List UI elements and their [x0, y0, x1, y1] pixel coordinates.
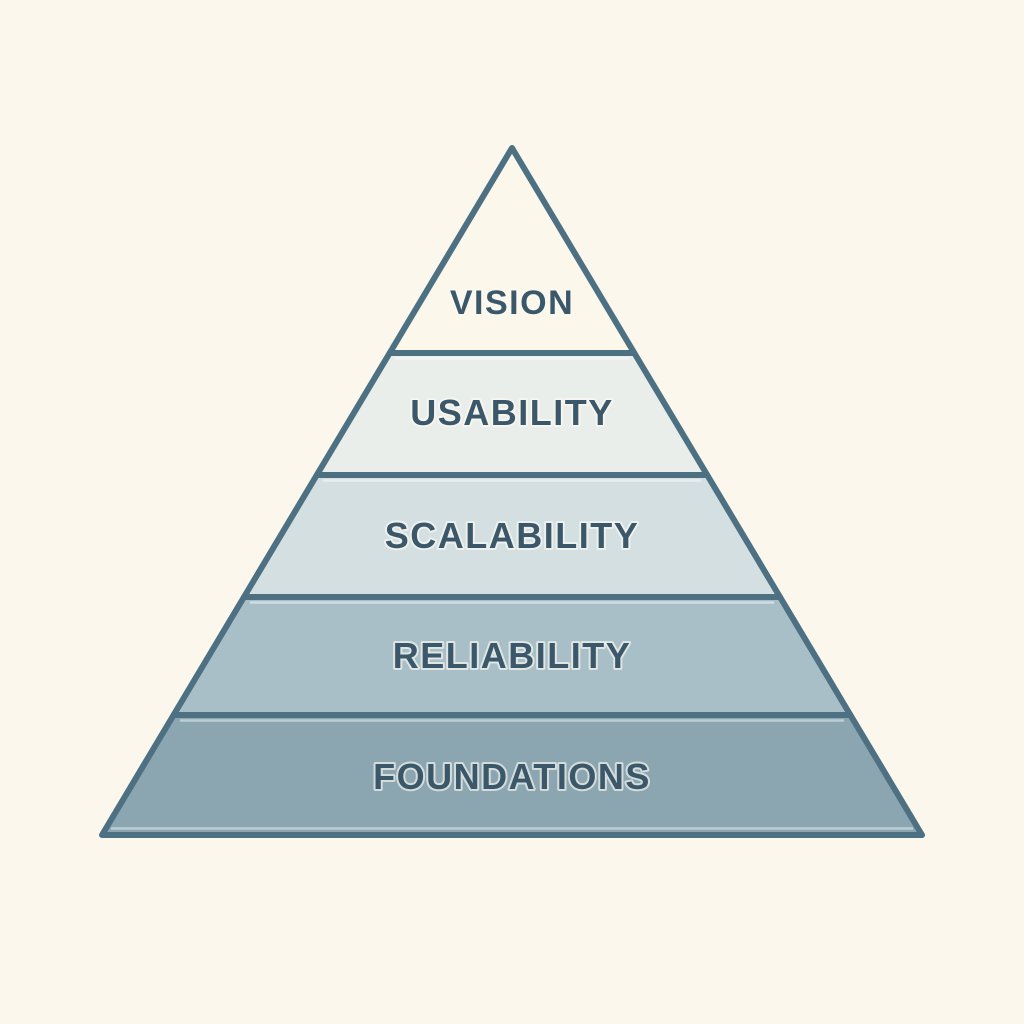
pyramid-label-foundations: FOUNDATIONS — [373, 756, 651, 797]
pyramid-label-vision: VISION — [450, 284, 574, 322]
pyramid-level-foundations — [99, 712, 925, 838]
pyramid-label-reliability: RELIABILITY — [393, 635, 632, 676]
pyramid-level-vision — [386, 145, 638, 356]
pyramid-label-scalability: SCALABILITY — [385, 515, 640, 556]
pyramid-label-usability: USABILITY — [410, 392, 614, 433]
